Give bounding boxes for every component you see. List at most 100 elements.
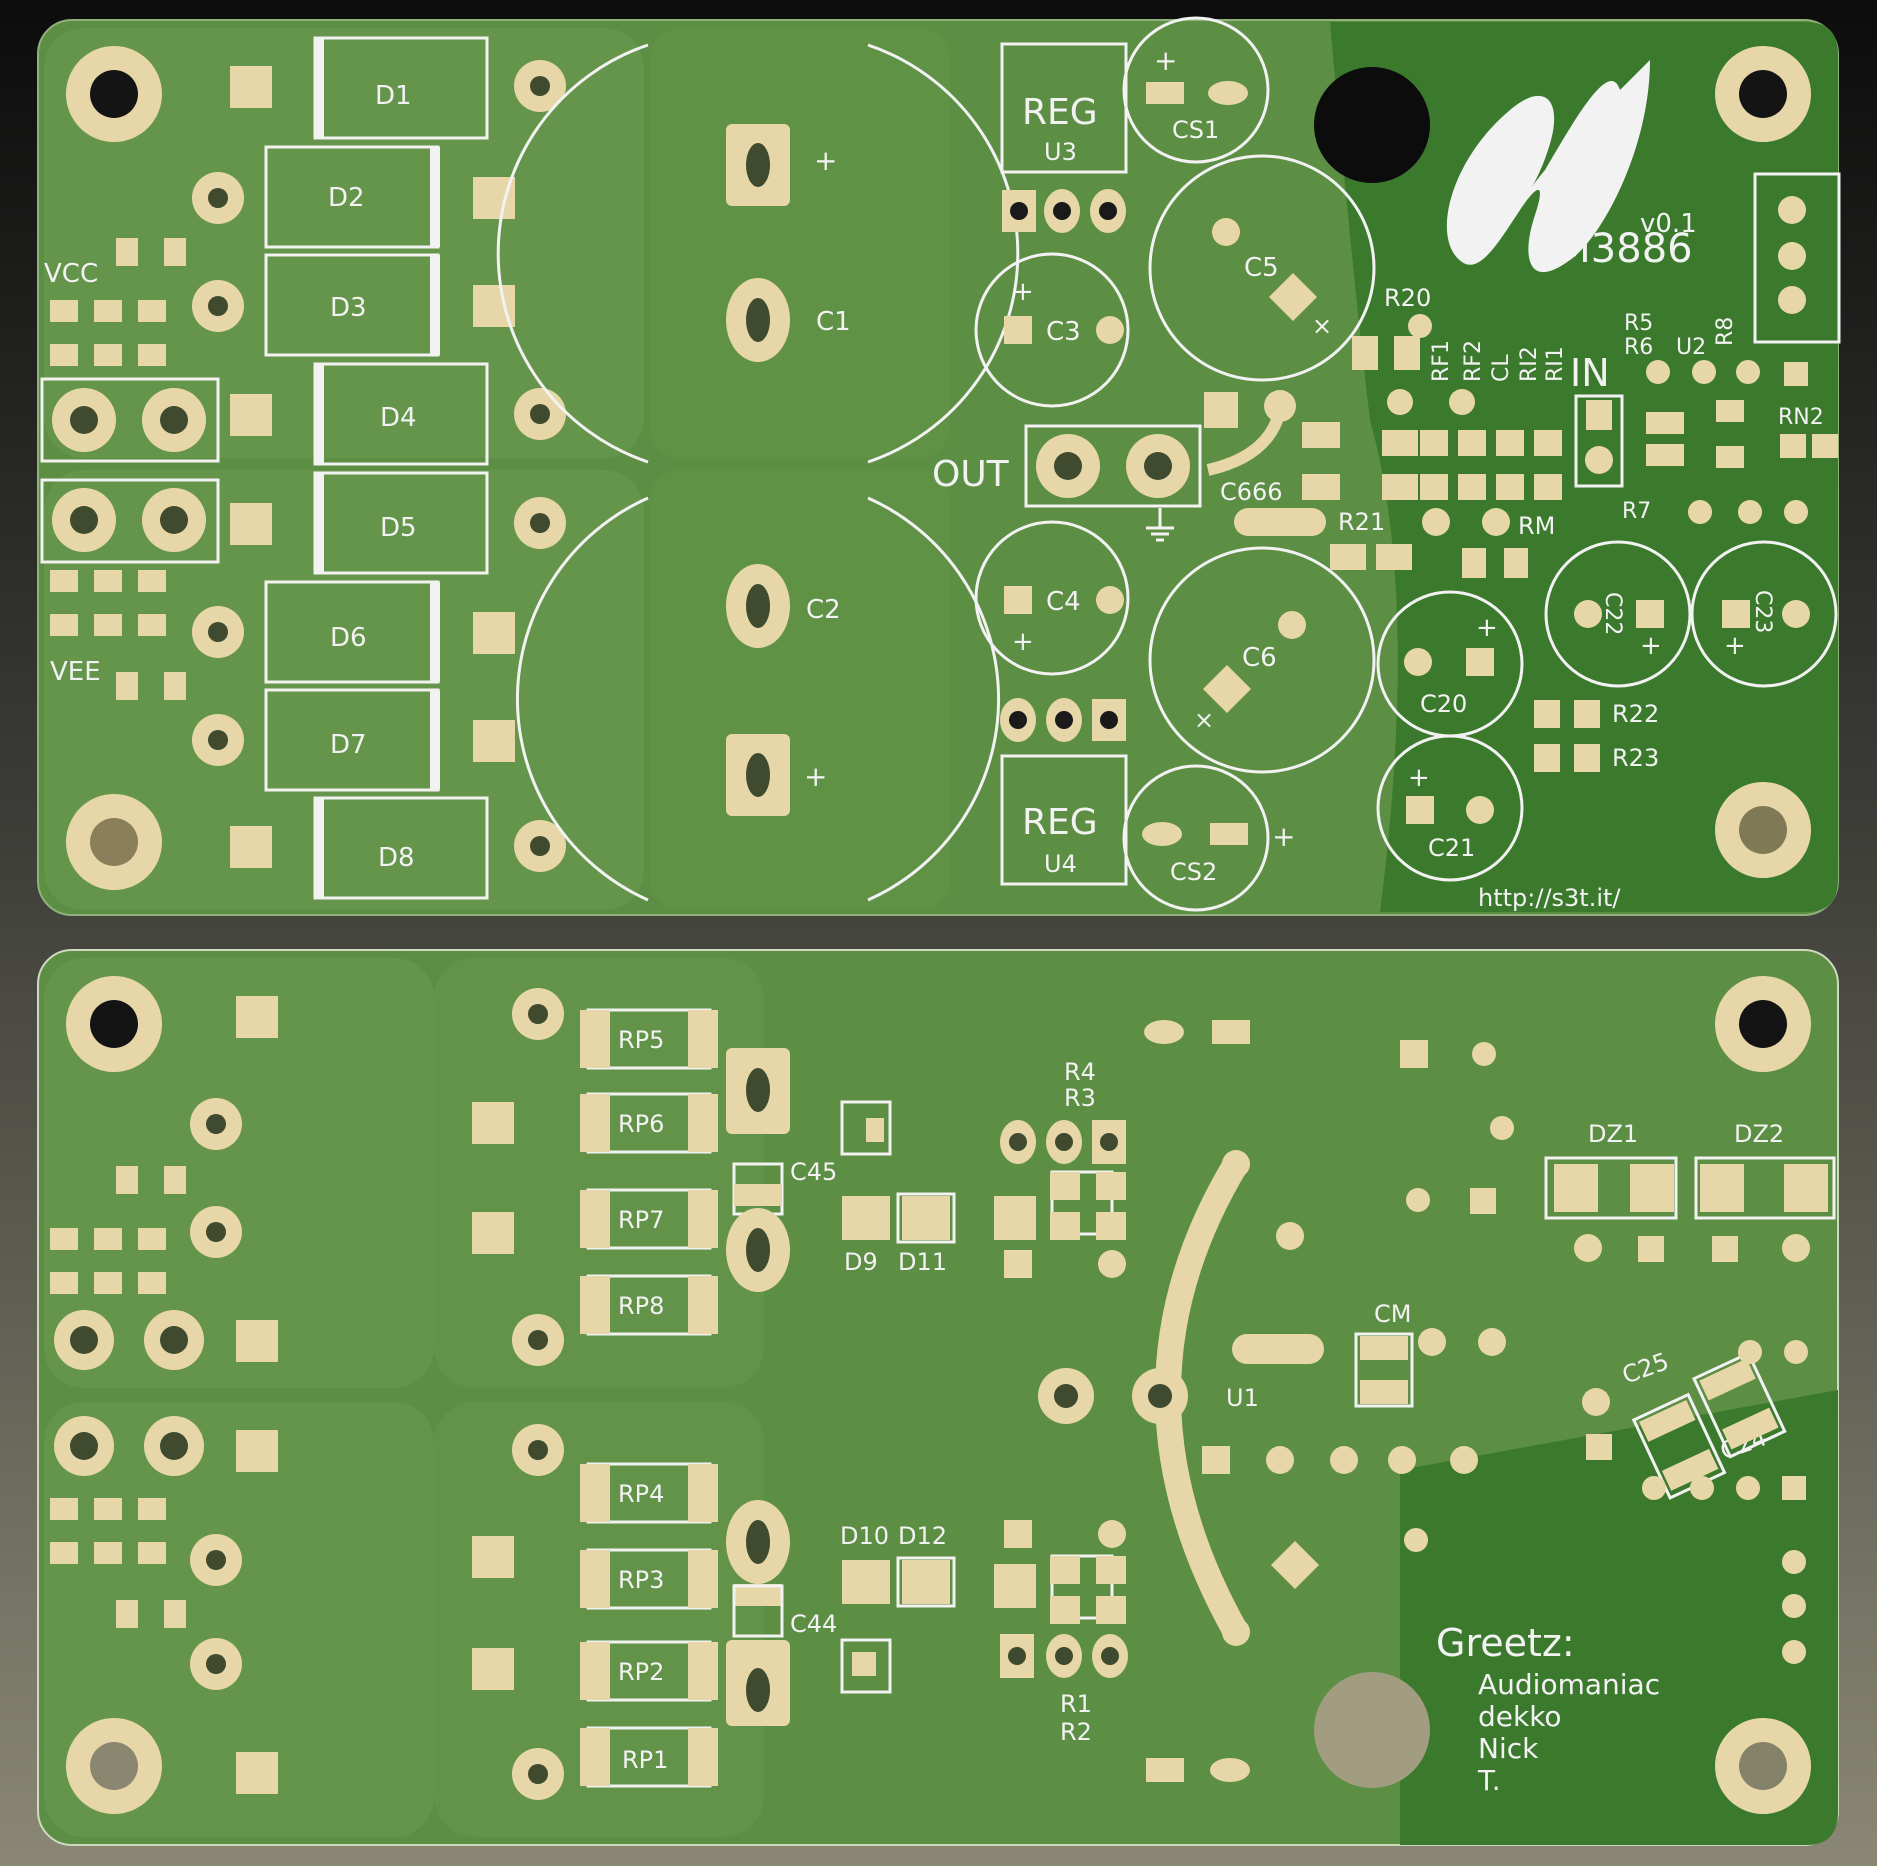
capacitor-c23: C23 + <box>1690 540 1838 688</box>
capacitor-label: C44 <box>790 1610 837 1638</box>
capacitor-label: C21 <box>1428 834 1475 862</box>
greetz-title: Greetz: <box>1436 1621 1575 1665</box>
capacitor-c4: + C4 <box>974 520 1130 676</box>
greetz-name: dekko <box>1478 1700 1562 1733</box>
plus-mark: + <box>1012 627 1034 657</box>
capacitor-label: C4 <box>1046 587 1081 617</box>
diode-label: D4 <box>380 403 417 433</box>
output-terminal: OUT <box>932 390 1296 542</box>
regulator-label: REG <box>1022 92 1098 133</box>
top-power-terminal-blocks <box>40 377 220 564</box>
rp3: RP3 <box>580 1548 718 1610</box>
capacitor-c45: C45 <box>726 1048 837 1292</box>
capacitor-label: C45 <box>790 1158 837 1186</box>
resistor-label: R23 <box>1612 744 1659 772</box>
capacitor-c3: + C3 <box>974 252 1130 408</box>
capacitor-label: C22 <box>1600 592 1625 635</box>
output-label: OUT <box>932 454 1010 495</box>
capacitor-label: C2 <box>806 595 841 625</box>
resistor-label: CL <box>1489 354 1514 382</box>
bottom-connector-pads <box>1146 1758 1250 1782</box>
bottom-copper-island-mid-upper <box>434 958 764 1388</box>
diode-d7: D7 <box>264 688 440 792</box>
capacitor-c44: C44 <box>726 1500 837 1726</box>
capacitor-label: C23 <box>1750 590 1775 633</box>
rp-label: RP6 <box>618 1110 664 1138</box>
bottom-left-pads <box>50 996 278 1794</box>
greetz-name: Audiomaniac <box>1478 1668 1660 1701</box>
resistor-label: RM <box>1518 512 1555 540</box>
rp6: RP6 <box>580 1092 718 1154</box>
capacitor-c20: + C20 <box>1376 590 1524 738</box>
cross-mark: × <box>1194 706 1214 734</box>
plus-mark: + <box>1154 44 1177 77</box>
greetz-name: T. <box>1477 1764 1501 1797</box>
resistors-r22-r23: R22 R23 <box>1534 700 1659 772</box>
resistor-label: U2 <box>1676 335 1706 360</box>
chip-name-label: LM3886 <box>1534 226 1693 272</box>
regulator-ref: U3 <box>1044 138 1077 166</box>
diode-d1: D1 <box>313 36 489 140</box>
capacitor-label: CS1 <box>1172 116 1219 144</box>
capacitor-label: CS2 <box>1170 858 1217 886</box>
plus-mark: + <box>1012 277 1034 307</box>
version-label: v0.1 <box>1640 209 1697 239</box>
diodes-d9-d12: D9 D11 D10 D12 <box>840 1100 956 1694</box>
capacitor-c1: + C1 <box>496 43 1020 464</box>
resistor-label: R1 <box>1060 1690 1092 1718</box>
diode-bridge: D1 D2 D3 D4 D5 D6 D7 D8 <box>264 36 489 900</box>
resistor-label: R22 <box>1612 700 1659 728</box>
diode-label: D9 <box>844 1248 878 1276</box>
greetz-block: Greetz: Audiomaniac dekko Nick T. <box>1436 1621 1660 1797</box>
diode-d5: D5 <box>313 471 489 575</box>
plus-mark: + <box>1724 631 1746 661</box>
capacitor-label: C20 <box>1420 690 1467 718</box>
top-right-header <box>1753 172 1841 344</box>
diode-d8: D8 <box>313 796 489 900</box>
capacitor-label-c666: C666 <box>1220 478 1283 506</box>
resistor-label: R4 <box>1064 1058 1096 1086</box>
cross-mark: × <box>1312 312 1332 340</box>
plus-mark: + <box>1272 820 1295 853</box>
diode-label: D1 <box>375 81 412 111</box>
greetz-name: Nick <box>1478 1732 1539 1765</box>
transistor-r1-r2-block: R1 R2 <box>994 1520 1128 1746</box>
capacitor-cm: CM <box>1232 1300 1506 1408</box>
rp2: RP2 <box>580 1640 718 1702</box>
diode-label: D8 <box>378 843 415 873</box>
vcc-label: VCC <box>44 259 98 289</box>
resistor-label: RI2 <box>1517 346 1542 382</box>
diode-label: D6 <box>330 623 367 653</box>
regulator-ref: U4 <box>1044 850 1077 878</box>
national-semiconductor-logo: LM3886 v0.1 <box>1446 60 1697 273</box>
resistor-label: R3 <box>1064 1084 1096 1112</box>
capacitor-label: C6 <box>1242 643 1277 673</box>
diode-label: D11 <box>898 1248 947 1276</box>
regulator-u4: REG U4 <box>1000 698 1128 886</box>
capacitor-label: CM <box>1374 1300 1411 1328</box>
diode-d3: D3 <box>264 253 440 357</box>
diode-d6: D6 <box>264 580 440 684</box>
diode-label: DZ2 <box>1734 1120 1784 1148</box>
diode-label: D12 <box>898 1522 947 1550</box>
plus-mark: + <box>804 760 827 793</box>
resistor-label: RI1 <box>1543 346 1568 382</box>
rp-label: RP1 <box>622 1746 668 1774</box>
regulator-label: REG <box>1022 802 1098 843</box>
rp-label: RP3 <box>618 1566 664 1594</box>
rp-label: RP5 <box>618 1026 664 1054</box>
power-smd-pads <box>50 238 186 700</box>
resistor-label: R5 <box>1624 311 1653 336</box>
vee-label: VEE <box>50 657 101 687</box>
ic-label: U1 <box>1226 1384 1259 1412</box>
capacitor-cs1: + CS1 <box>1122 16 1270 164</box>
rp7: RP7 <box>580 1188 718 1250</box>
diode-label: D2 <box>328 183 365 213</box>
resistor-label: R6 <box>1624 335 1653 360</box>
rp-label: RP7 <box>618 1206 664 1234</box>
top-copper-island-upper <box>44 28 644 458</box>
resistor-label: R2 <box>1060 1718 1092 1746</box>
url-label: http://s3t.it/ <box>1478 884 1621 912</box>
rp1: RP1 <box>580 1726 718 1788</box>
plus-mark: + <box>814 144 837 177</box>
